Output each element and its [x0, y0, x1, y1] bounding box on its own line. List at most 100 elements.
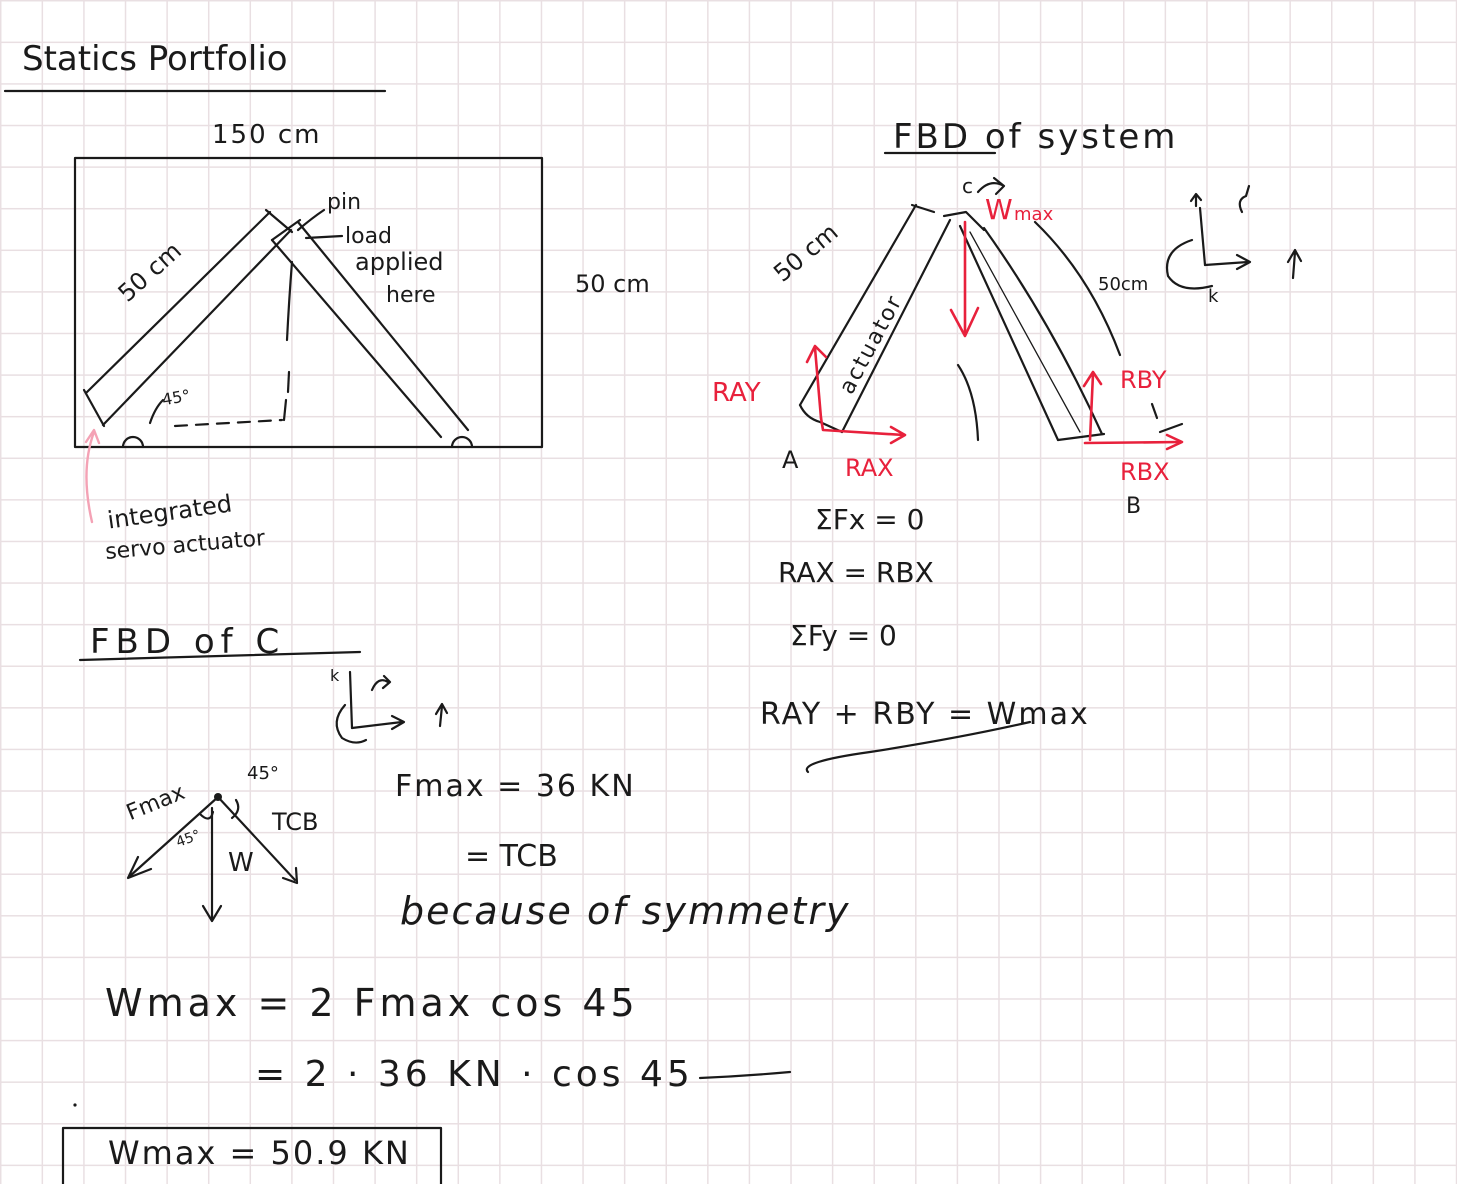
- system-left-beam-bottom-cap: [798, 403, 844, 434]
- load-line-lower: [286, 370, 291, 394]
- rby-arrow-shaft: [1088, 372, 1095, 442]
- system-right-beam-outer: [982, 226, 1104, 436]
- pin-leader: [296, 208, 326, 232]
- height-guide-dashed: [173, 418, 284, 428]
- weight-label: W: [228, 848, 254, 878]
- system-axis-horizontal: [1203, 260, 1250, 267]
- setup-angle-label: 45°: [160, 385, 192, 410]
- fbd-c-axis-vertical: [348, 670, 354, 730]
- load-label-line-3: here: [386, 283, 436, 308]
- equation-x-balance: RAX = RBX: [778, 556, 934, 589]
- point-b-label: B: [1126, 494, 1142, 519]
- height-guide-vertical: [282, 398, 288, 422]
- fbd-c-axis-horizontal: [350, 720, 404, 730]
- rby-arrow-head: [1082, 370, 1103, 388]
- system-left-length-label: 50 cm: [768, 218, 844, 288]
- fbd-c-title: FBD of C: [90, 622, 286, 662]
- fbd-c-rotation-mark: [370, 674, 392, 692]
- joint-c-point: [214, 793, 222, 801]
- wmax-formula: Wmax = 2 Fmax cos 45: [105, 981, 639, 1025]
- rbx-arrow-head: [1165, 433, 1184, 451]
- point-c-joint: [942, 210, 986, 232]
- reaction-bx-label: RBX: [1120, 458, 1170, 486]
- point-c-hook-arrow: [976, 176, 1006, 196]
- equation-y-balance: RAY + RBY = Wmax: [760, 697, 1090, 732]
- equation-sum-fx: ΣFx = 0: [815, 503, 925, 536]
- reaction-by-label: RBY: [1120, 366, 1167, 394]
- fbd-c-angle-arc-left: [198, 810, 215, 820]
- system-right-beam-centerline: [969, 231, 1081, 433]
- span-label: 150 cm: [212, 120, 322, 150]
- cos45-underline: [698, 1070, 792, 1080]
- system-center-curve: [956, 363, 980, 442]
- point-c-label: c: [962, 174, 973, 198]
- load-line: [285, 260, 294, 342]
- rax-arrow-head: [889, 425, 907, 445]
- fmax-label: Fmax: [123, 780, 189, 826]
- left-beam-inner-edge: [101, 228, 293, 427]
- fmax-value: Fmax = 36 KN: [395, 769, 636, 804]
- left-beam-outer-edge: [84, 210, 272, 395]
- fbd-c-j-arrow: [434, 702, 449, 728]
- system-up-mark: [1189, 192, 1203, 208]
- system-rotation-mark: [1238, 184, 1251, 214]
- left-pin-support: [121, 435, 145, 449]
- equation-sum-fy: ΣFy = 0: [790, 619, 897, 652]
- load-label-line-2: applied: [355, 248, 444, 276]
- load-arrow-head: [949, 306, 980, 338]
- tcb-label: TCB: [272, 808, 319, 836]
- actuator-label: actuator: [834, 290, 908, 399]
- fmax-arrow-head: [126, 855, 153, 880]
- rax-arrow-shaft: [819, 416, 906, 437]
- wmax-substitution: = 2 · 36 KN · cos 45: [255, 1054, 694, 1095]
- right-pin-support: [450, 435, 474, 449]
- fbd-c-angle-left-label: 45°: [174, 827, 203, 851]
- side-length-label: 50 cm: [575, 270, 650, 298]
- wmax-result: Wmax = 50.9 KN: [108, 1134, 411, 1172]
- system-right-beam-bottom-cap: [1056, 432, 1106, 442]
- actuator-note-arrow: [85, 430, 96, 524]
- setup-frame: [73, 156, 544, 449]
- system-right-beam-inner: [958, 224, 1060, 442]
- rbx-tick-marks: [1150, 402, 1184, 434]
- fbd-c-moment-arc: [335, 703, 368, 744]
- actuator-note-arrow-head: [84, 428, 101, 445]
- point-a-label: A: [782, 446, 799, 474]
- fbd-c-axis-k-label: k: [330, 666, 340, 685]
- actuator-note-line-2: servo actuator: [104, 526, 267, 565]
- system-j-arrow: [1286, 248, 1303, 280]
- fbd-system-title: FBD of system: [893, 117, 1179, 157]
- page-title: Statics Portfolio: [22, 39, 288, 79]
- reaction-ax-label: RAX: [845, 454, 894, 482]
- system-axis-k-label: k: [1208, 286, 1219, 307]
- right-beam-top-cap: [270, 218, 302, 242]
- ray-arrow-head: [805, 344, 828, 364]
- w-arrow-head: [201, 904, 223, 923]
- stray-dot: [73, 1103, 77, 1107]
- angle-arc-45: [148, 398, 165, 425]
- ray-arrow-shaft: [813, 346, 823, 420]
- system-right-length-label: 50cm: [1098, 274, 1149, 295]
- fbd-c-angle-right-label: 45°: [247, 763, 279, 784]
- left-beam-bottom-cap: [82, 388, 106, 428]
- rbx-arrow-shaft: [1083, 440, 1182, 445]
- load-symbol: W: [985, 193, 1013, 226]
- pin-label: pin: [327, 190, 362, 215]
- system-left-beam-inner: [840, 218, 952, 434]
- system-axis-vertical: [1198, 206, 1207, 267]
- system-left-beam-top-cap: [910, 203, 936, 214]
- tcb-equal: = TCB: [465, 839, 558, 874]
- system-moment-arc: [1165, 238, 1214, 290]
- fbd-c-angle-arc-right: [230, 798, 240, 820]
- beam-length-label: 50 cm: [112, 236, 187, 308]
- system-axis-horizontal-arrow-head: [1235, 253, 1252, 271]
- actuator-note-line-1: integrated: [105, 489, 234, 535]
- fbd-c-axis-arrow-head: [390, 714, 406, 731]
- reaction-ay-label: RAY: [712, 378, 761, 408]
- load-leader: [304, 234, 344, 240]
- symmetry-note: because of symmetry: [400, 889, 851, 933]
- load-subscript: max: [1014, 204, 1054, 225]
- tcb-arrow-head: [281, 866, 299, 885]
- load-label-line-1: load: [345, 224, 393, 249]
